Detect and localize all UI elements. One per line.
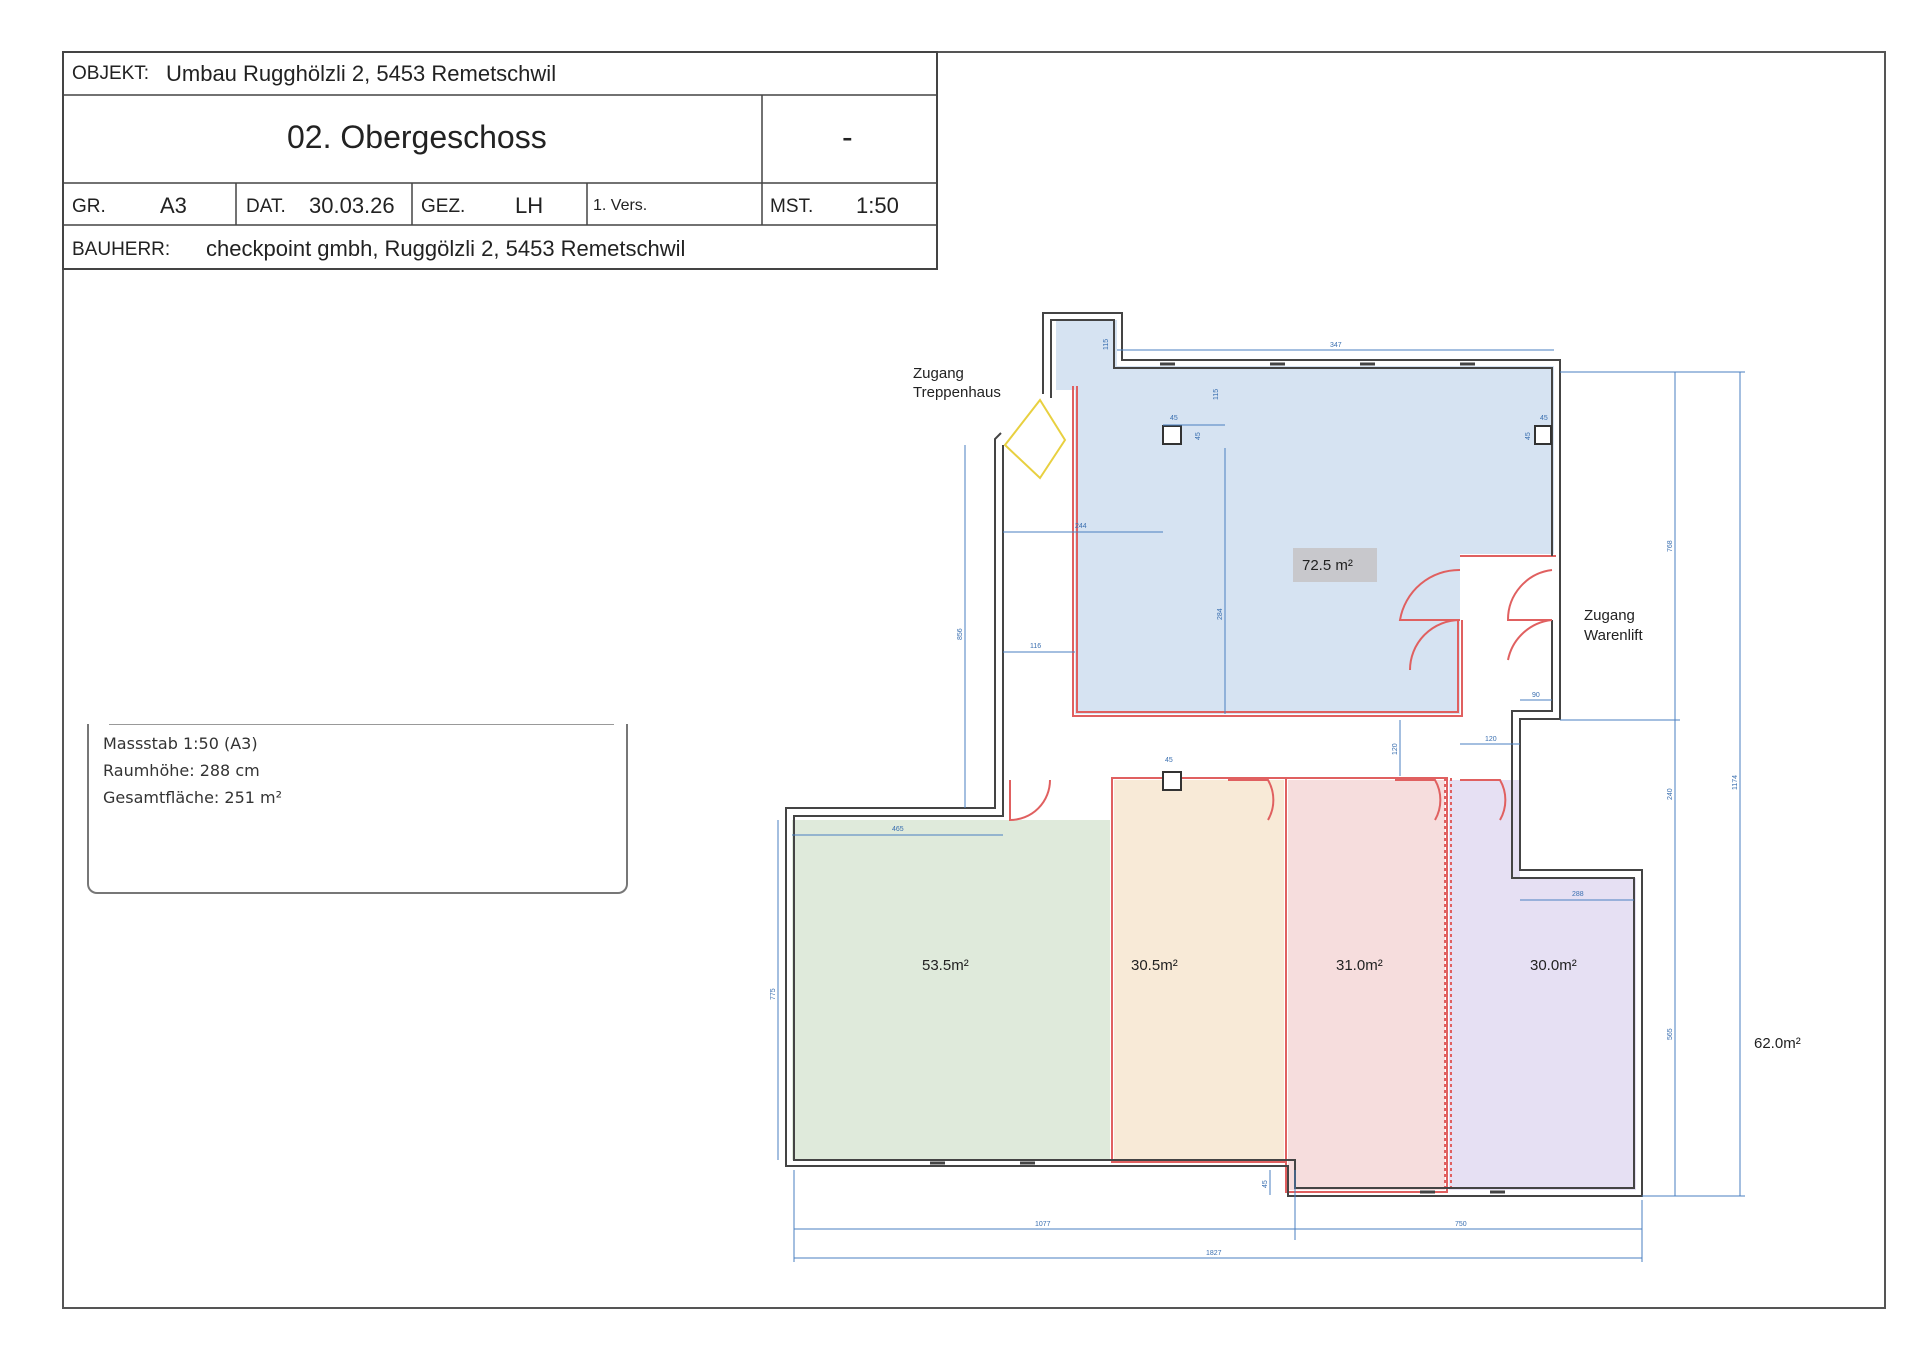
info-total-area: Gesamtfläche: 251 m² xyxy=(103,788,283,807)
dim-col-offset: 115 xyxy=(1213,389,1220,400)
dim-corridor: 116 xyxy=(1030,643,1041,650)
bauherr-label: BAUHERR: xyxy=(72,239,171,260)
dim-pillar-e: 45 xyxy=(1165,757,1173,764)
right-total-area: 62.0m² xyxy=(1754,1035,1801,1052)
dim-left-height: 856 xyxy=(957,628,964,640)
lift-access-label-2: Warenlift xyxy=(1584,627,1643,644)
dim-door-b: 120 xyxy=(1485,736,1497,743)
title-block: OBJEKT: Umbau Rugghölzli 2, 5453 Remetsc… xyxy=(62,51,938,270)
dim-inner-height: 284 xyxy=(1217,608,1224,620)
dim-step-small: 45 xyxy=(1262,1180,1269,1188)
gr-label: GR. xyxy=(72,196,106,217)
window-marks xyxy=(930,362,1505,1194)
dim-pillar-d: 45 xyxy=(1525,432,1532,440)
dim-top-left-small: 115 xyxy=(1103,339,1110,350)
room-purple-fill xyxy=(1449,780,1636,1190)
mst-value: 1:50 xyxy=(856,193,899,218)
dim-pillar-a: 45 xyxy=(1170,415,1178,422)
version-label: 1. Vers. xyxy=(593,197,648,214)
room-purple-area: 30.0m² xyxy=(1530,957,1577,974)
dim-right-total: 1174 xyxy=(1732,775,1739,790)
title-block-grid xyxy=(62,51,938,270)
lift-access-label-1: Zugang xyxy=(1584,607,1635,624)
stair-access-door xyxy=(1003,398,1067,480)
exterior-walls xyxy=(785,312,1643,1197)
room-orange-fill xyxy=(1114,780,1284,1160)
pillars xyxy=(1162,425,1552,791)
room-main-area: 72.5 m² xyxy=(1302,557,1353,574)
dim-right-h2: 240 xyxy=(1667,788,1674,800)
dimension-texts: 347 115 115 45 45 45 45 244 284 856 116 … xyxy=(770,339,1739,1257)
room-green-fill xyxy=(792,820,1110,1160)
pillar-3 xyxy=(1162,771,1182,791)
room-orange-area: 30.5m² xyxy=(1131,957,1178,974)
main-area-badge xyxy=(1293,548,1377,582)
mst-label: MST. xyxy=(770,196,814,217)
dim-right-h3: 565 xyxy=(1667,1028,1674,1040)
drawing-title: 02. Obergeschoss xyxy=(287,119,547,155)
dim-green-height: 775 xyxy=(770,988,777,1000)
pillar-2 xyxy=(1534,425,1552,445)
dim-pillar-b: 45 xyxy=(1540,415,1548,422)
dim-door-a: 90 xyxy=(1532,692,1540,699)
room-red-fill xyxy=(1288,780,1445,1190)
info-scale: Massstab 1:50 (A3) xyxy=(103,734,258,753)
room-green-area: 53.5m² xyxy=(922,957,969,974)
dim-purple-width: 288 xyxy=(1572,891,1584,898)
objekt-value: Umbau Rugghölzli 2, 5453 Remetschwil xyxy=(166,61,557,86)
stair-access-label-1: Zugang xyxy=(913,365,964,382)
pillar-1 xyxy=(1162,425,1182,445)
door-swings xyxy=(1009,568,1553,822)
dim-bottom-right: 750 xyxy=(1455,1221,1467,1228)
partition-outlines xyxy=(1072,386,1556,1193)
objekt-label: OBJEKT: xyxy=(72,63,150,84)
info-room-height: Raumhöhe: 288 cm xyxy=(103,761,260,780)
dimension-lines xyxy=(777,349,1745,1262)
dim-bottom-total: 1827 xyxy=(1206,1250,1222,1257)
room-main-fill xyxy=(1056,320,1554,714)
dim-pillar-c: 45 xyxy=(1195,432,1202,440)
room-red-area: 31.0m² xyxy=(1336,957,1383,974)
revision-mark: - xyxy=(842,119,853,155)
drawing-sheet-border xyxy=(62,51,1886,1309)
stair-access-label-2: Treppenhaus xyxy=(913,384,1001,401)
dat-value: 30.03.26 xyxy=(309,193,395,218)
gez-label: GEZ. xyxy=(421,196,466,217)
bauherr-value: checkpoint gmbh, Ruggölzli 2, 5453 Remet… xyxy=(206,236,686,261)
info-box: Massstab 1:50 (A3) Raumhöhe: 288 cm Gesa… xyxy=(87,724,628,894)
gez-value: LH xyxy=(515,193,544,218)
dim-inner-width: 244 xyxy=(1075,523,1087,530)
dim-green-width: 465 xyxy=(892,826,904,833)
dim-bottom-left: 1077 xyxy=(1035,1221,1051,1228)
gr-value: A3 xyxy=(160,193,187,218)
dim-top-width: 347 xyxy=(1330,342,1342,349)
dim-right-h1: 768 xyxy=(1667,540,1674,552)
info-box-topline xyxy=(109,724,614,725)
dim-door-c: 120 xyxy=(1392,743,1399,755)
dat-label: DAT. xyxy=(246,196,286,217)
